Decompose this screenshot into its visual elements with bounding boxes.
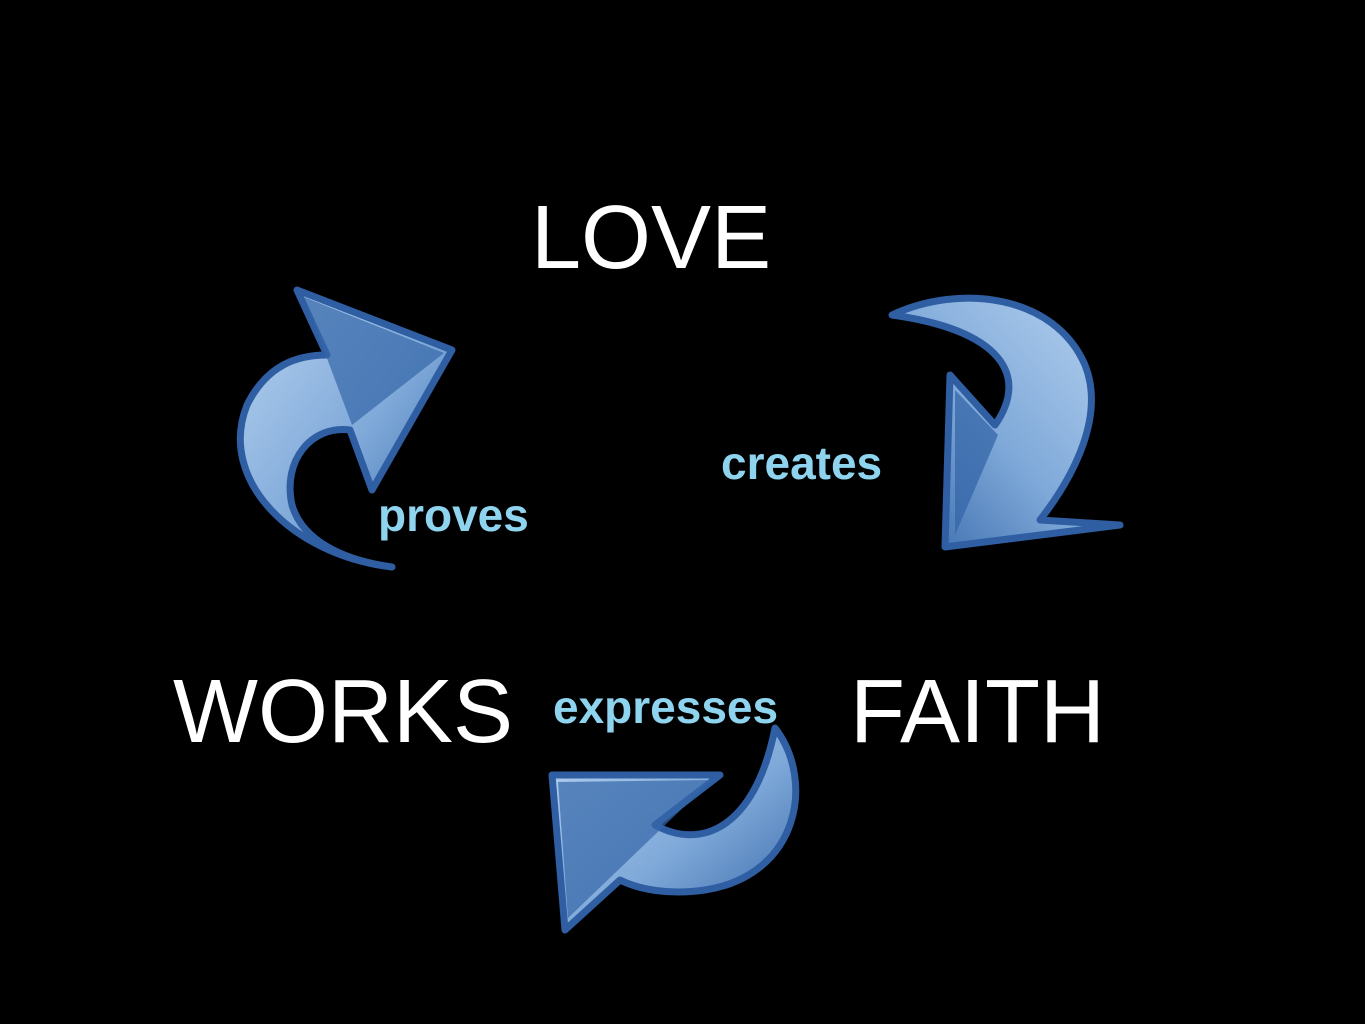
curved-arrow-icon	[236, 286, 456, 571]
edge-label-proves: proves	[378, 489, 529, 541]
node-faith: FAITH	[850, 662, 1106, 762]
node-love: LOVE	[531, 188, 772, 288]
edge-label-expresses: expresses	[553, 681, 779, 733]
curved-arrow-icon	[548, 724, 800, 934]
node-works: WORKS	[173, 662, 514, 762]
curved-arrow-icon	[888, 294, 1124, 551]
edge-label-creates: creates	[721, 437, 883, 489]
